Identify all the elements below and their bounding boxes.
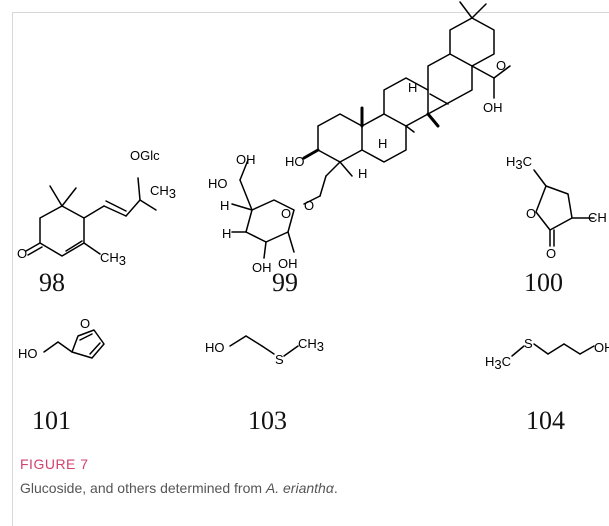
atom-ch-100: CH: [588, 210, 607, 225]
atom-h3c-100: H3C: [506, 154, 532, 172]
atom-s-103: S: [275, 352, 284, 367]
atom-oh-99d: OH: [278, 256, 298, 271]
atom-oh-104: OH: [594, 340, 609, 355]
atom-oh-99c: OH: [252, 260, 272, 275]
species-name: A. erianthα: [265, 480, 334, 496]
atom-ch3-103: CH3: [298, 336, 324, 354]
structure-104: H3C S OH: [485, 336, 609, 372]
atom-ho-103: HO: [205, 340, 225, 355]
structure-98: O CH3 OGlc CH3: [17, 148, 176, 268]
compound-number-101: 101: [32, 406, 71, 435]
atom-h3c-104: H3C: [485, 354, 511, 372]
atom-ho-101: HO: [18, 346, 38, 361]
atom-o-100b: O: [546, 246, 556, 261]
atom-o-99c: O: [281, 206, 291, 221]
atom-h-99e: H: [222, 226, 231, 241]
atom-oglc-98: OGlc: [130, 148, 160, 163]
structure-101: HO O: [18, 316, 105, 361]
atom-o-99b: O: [304, 198, 314, 213]
atom-h-99a: H: [408, 80, 417, 95]
atom-h-99c: H: [358, 166, 367, 181]
structure-103: HO S CH3: [205, 335, 324, 367]
atom-o-98: O: [17, 246, 27, 261]
atom-o-101: O: [80, 316, 90, 331]
left-border: [12, 12, 13, 526]
atom-o-100a: O: [526, 206, 536, 221]
compound-number-100: 100: [524, 268, 563, 297]
structure-99: O OH H H H HO O O OH HO H H OH OH: [208, 1, 511, 275]
top-border: [12, 12, 609, 13]
atom-oh-99b: OH: [236, 152, 256, 167]
compound-number-99: 99: [272, 268, 298, 297]
figure-label: FIGURE 7: [20, 456, 89, 472]
atom-o-99a: O: [496, 58, 506, 73]
atom-ch3-98b: CH3: [150, 183, 176, 201]
atom-h-99b: H: [378, 136, 387, 151]
atom-ho-99: HO: [285, 154, 305, 169]
compound-number-104: 104: [526, 406, 565, 435]
atom-ch3-98a: CH3: [100, 250, 126, 268]
atom-oh-99a: OH: [483, 100, 503, 115]
compound-number-103: 103: [248, 406, 287, 435]
structure-100: H3C O O CH: [506, 154, 607, 261]
atom-ho-99b: HO: [208, 176, 228, 191]
atom-h-99d: H: [220, 198, 229, 213]
chemical-structures: O CH3 OGlc CH3: [17, 1, 609, 372]
atom-s-104: S: [524, 336, 533, 351]
compound-number-98: 98: [39, 268, 65, 297]
figure-caption: Glucoside, and others determined from A.…: [20, 480, 338, 496]
